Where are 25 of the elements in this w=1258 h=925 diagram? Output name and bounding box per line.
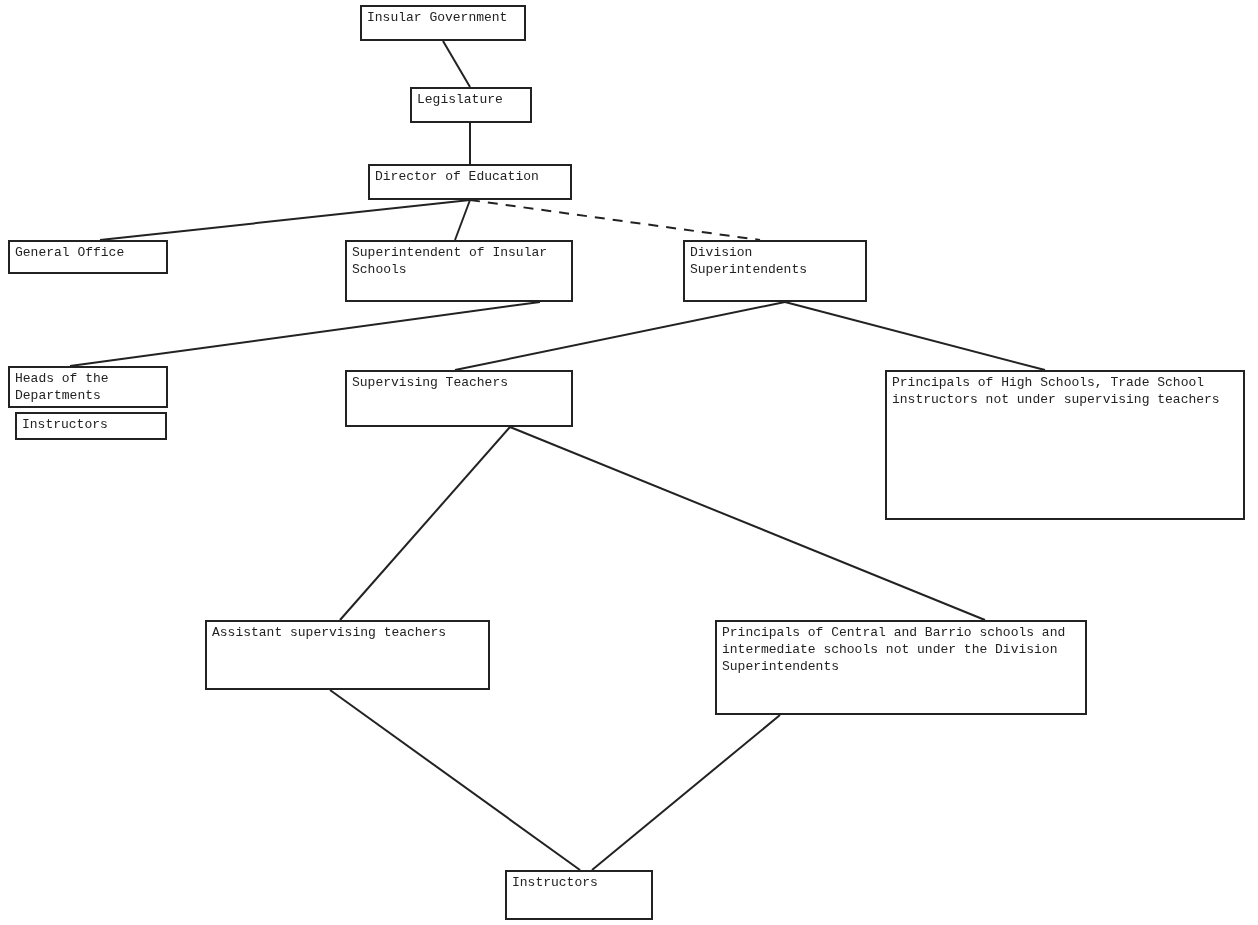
org-box: Principals of Central and Barrio schools and intermediate schools not under the Division Superintendents: [715, 620, 1087, 715]
connector-line: [784, 301, 1046, 371]
org-box: General Office: [8, 240, 168, 274]
org-box: Insular Government: [360, 5, 526, 41]
connector-line: [454, 199, 471, 241]
org-box: Superintendent of Insular Schools: [345, 240, 573, 302]
connector-line: [329, 689, 581, 871]
org-box: Director of Education: [368, 164, 572, 200]
org-box: Instructors: [505, 870, 653, 920]
org-box: Instructors: [15, 412, 167, 440]
connector-line: [339, 426, 511, 621]
org-box: Heads of the Departments: [8, 366, 168, 408]
org-box: Division Superintendents: [683, 240, 867, 302]
connector-line: [469, 199, 761, 241]
connector-line: [99, 199, 471, 241]
connector-line: [454, 301, 786, 371]
connector-line: [591, 714, 781, 871]
connector-line: [69, 301, 541, 367]
connector-line: [509, 426, 986, 621]
org-box: Assistant supervising teachers: [205, 620, 490, 690]
org-box: Supervising Teachers: [345, 370, 573, 427]
org-box: Legislature: [410, 87, 532, 123]
connector-line: [469, 122, 471, 165]
org-box: Principals of High Schools, Trade School instructors not under supervising teachers: [885, 370, 1245, 520]
connector-line: [442, 40, 471, 88]
